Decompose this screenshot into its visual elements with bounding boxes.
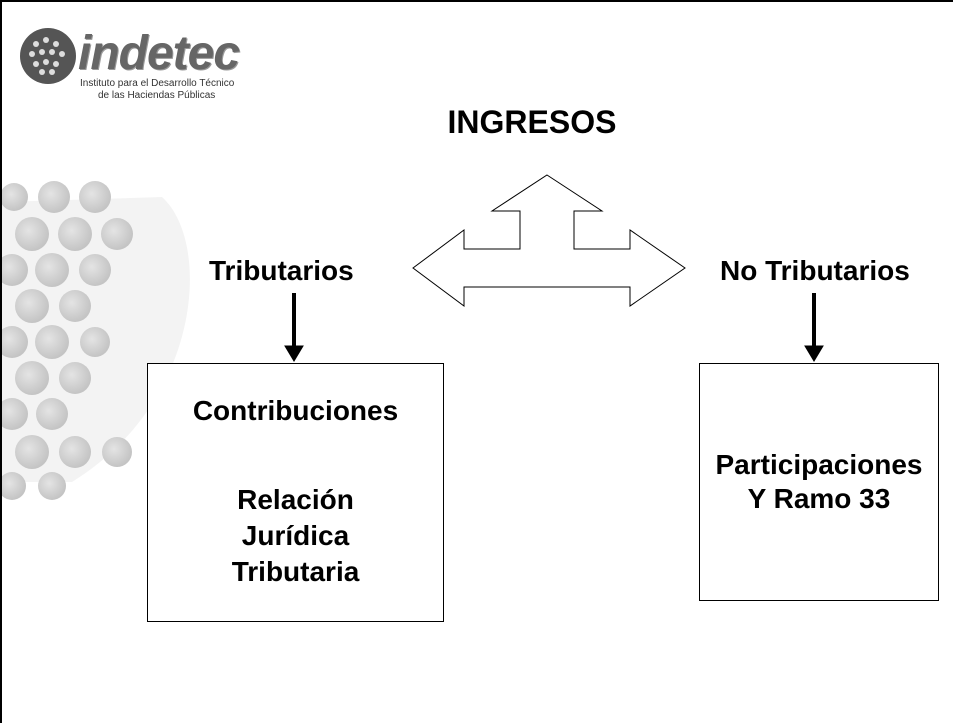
box-text: Relación Jurídica Tributaria [148, 482, 443, 590]
arrow-down-left [284, 293, 304, 362]
box-line: Tributaria [231, 556, 360, 587]
decorative-circles [2, 181, 190, 500]
logo-tagline-2: de las Haciendas Públicas [98, 90, 216, 101]
arrow-down-right [804, 293, 824, 362]
branch-label-tributarios: Tributarios [209, 255, 354, 286]
box-line: Relación [237, 484, 354, 515]
indetec-logo: indetec Instituto para el Desarrollo Téc… [18, 20, 268, 110]
box-line: Participaciones [715, 449, 923, 480]
box-line: Jurídica [241, 520, 350, 551]
no-tributarios-box: Participaciones Y Ramo 33 [699, 363, 939, 601]
diagram-title: INGRESOS [447, 104, 617, 140]
box-line: Y Ramo 33 [747, 483, 891, 514]
box-heading: Contribuciones [192, 395, 399, 426]
logo-tagline-1: Instituto para el Desarrollo Técnico [80, 78, 235, 89]
logo-brand: indetec [78, 27, 240, 80]
logo-globe-icon [20, 28, 76, 84]
box-text: Participaciones Y Ramo 33 [700, 448, 938, 516]
tributarios-box: Contribuciones Relación Jurídica Tributa… [147, 363, 444, 622]
branch-label-no-tributarios: No Tributarios [720, 255, 910, 286]
three-way-arrow [412, 174, 686, 307]
